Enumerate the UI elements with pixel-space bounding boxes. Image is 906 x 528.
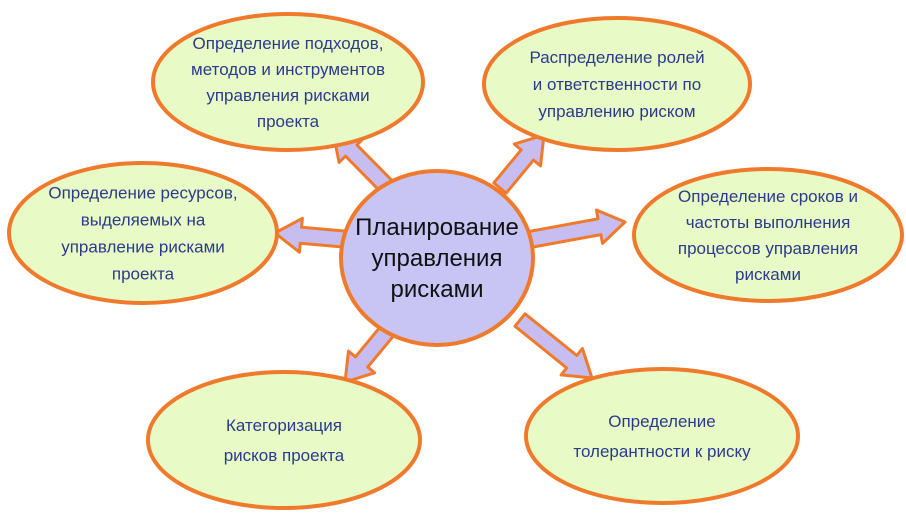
node-categorization: Категоризация рисков проекта [146,370,422,510]
arrow-to-roles [492,133,546,195]
nodes-layer: Определение подходов, методов и инструмен… [7,12,904,510]
center-node-line: рисками [390,276,483,303]
node-categorization-label: Категоризация рисков проекта [224,416,345,465]
arrow-to-categorization [343,323,396,384]
node-categorization-ellipse [146,370,422,510]
node-categorization-line: Категоризация [226,416,342,435]
node-approaches-line: методов и инструментов [191,60,385,79]
node-approaches-line: Определение подходов, [193,34,384,53]
node-roles-line: Распределение ролей [529,48,704,67]
node-schedule-line: рисками [735,265,801,284]
node-schedule: Определение сроков и частоты выполнения пр… [632,167,904,303]
node-tolerance-line: Определение [608,412,716,431]
node-resources-label: Определение ресурсов, выделяемых на управл… [48,184,237,284]
node-resources-ellipse [7,161,279,305]
node-roles-line: управлению риском [538,102,695,121]
node-roles: Распределение ролей и ответственности по у… [482,16,752,152]
node-resources-line: проекта [112,265,175,284]
node-resources-line: Определение ресурсов, [48,184,237,203]
node-resources-line: управление рисками [61,238,225,257]
node-schedule-label: Определение сроков и частоты выполнения пр… [678,187,858,284]
node-approaches-ellipse [151,12,425,152]
node-approaches: Определение подходов, методов и инструмен… [151,12,425,152]
node-resources: Определение ресурсов, выделяемых на управл… [7,161,279,305]
node-roles-ellipse [482,16,752,152]
node-tolerance-line: толерантности к риску [573,442,751,461]
node-schedule-line: процессов управления [678,239,858,258]
node-tolerance-label: Определение толерантности к риску [573,412,751,461]
center-layer: Планирование управления рисками [339,169,535,347]
node-approaches-line: проекта [257,112,320,131]
center-node-label: Планирование управления рисками [355,214,519,303]
node-schedule-ellipse [632,167,904,303]
arrow-to-tolerance [513,312,594,380]
node-approaches-label: Определение подходов, методов и инструмен… [191,34,385,131]
center-node-line: Планирование [355,214,519,241]
center-node-line: управления [372,245,503,272]
node-resources-line: выделяемых на [81,211,206,230]
node-roles-label: Распределение ролей и ответственности по у… [529,48,704,121]
node-schedule-line: Определение сроков и [678,187,858,206]
node-roles-line: и ответственности по [533,75,701,94]
node-tolerance-ellipse [524,367,800,505]
node-approaches-line: управления рисками [206,86,369,105]
center-node [339,169,535,347]
node-schedule-line: частоты выполнения [686,213,851,232]
node-tolerance: Определение толерантности к риску [524,367,800,505]
node-categorization-line: рисков проекта [224,446,345,465]
arrow-to-schedule [524,208,627,250]
